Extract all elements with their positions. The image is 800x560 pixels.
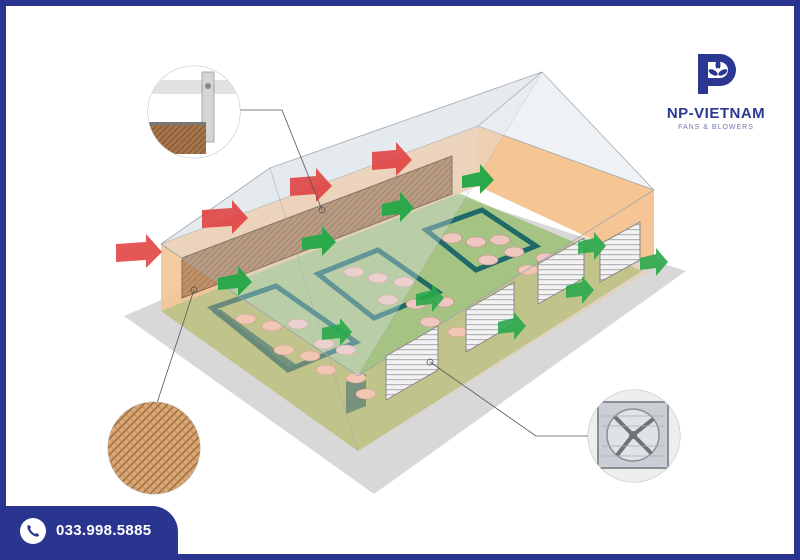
hot-air-arrows	[116, 142, 412, 268]
cool-air-arrows	[218, 164, 668, 346]
barn-diagram	[107, 65, 686, 495]
page-frame: NP-VIETNAM FANS & BLOWERS 033.998.5885	[6, 6, 794, 554]
pen-4	[420, 207, 542, 273]
callout-pad-frame	[147, 65, 241, 159]
end-wall	[478, 126, 654, 268]
phone-number[interactable]: 033.998.5885	[56, 522, 152, 539]
phone-bar[interactable]: 033.998.5885	[6, 506, 178, 554]
phone-icon	[20, 518, 46, 544]
brand-tagline: FANS & BLOWERS	[678, 124, 754, 131]
exhaust-fans	[385, 221, 641, 401]
brand-block: NP-VIETNAM FANS & BLOWERS	[646, 52, 786, 131]
front-wall	[161, 244, 358, 451]
exhaust-fan-3	[537, 237, 585, 305]
fan-logo-icon	[698, 54, 736, 94]
callout-exhaust-fan	[587, 389, 681, 483]
callout-lines	[155, 109, 588, 437]
callout-cooling-pad	[107, 401, 201, 495]
exhaust-fan-1	[385, 325, 439, 401]
brand-name: NP-VIETNAM	[666, 105, 766, 122]
cooling-pad	[181, 155, 453, 299]
pigs	[235, 232, 557, 400]
